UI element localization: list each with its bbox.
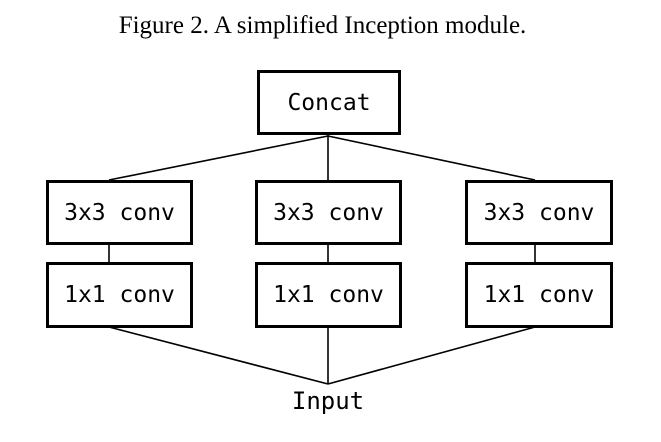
- node-branch1-conv1: 1x1 conv: [46, 262, 193, 328]
- edge-concat-branch1: [108, 135, 329, 181]
- node-concat: Concat: [257, 70, 401, 135]
- node-branch2-conv1: 1x1 conv: [255, 262, 402, 328]
- node-branch3-conv3: 3x3 conv: [465, 180, 613, 245]
- node-branch2-conv3: 3x3 conv: [255, 180, 402, 245]
- node-branch3-conv1: 1x1 conv: [465, 262, 613, 328]
- figure-caption: Figure 2. A simplified Inception module.: [118, 12, 527, 39]
- edge-branch1-input: [108, 326, 329, 385]
- node-input: Input: [291, 387, 365, 415]
- node-branch1-conv3: 3x3 conv: [46, 180, 193, 245]
- edge-concat-branch3: [327, 135, 536, 181]
- edge-branch3-input: [327, 326, 536, 385]
